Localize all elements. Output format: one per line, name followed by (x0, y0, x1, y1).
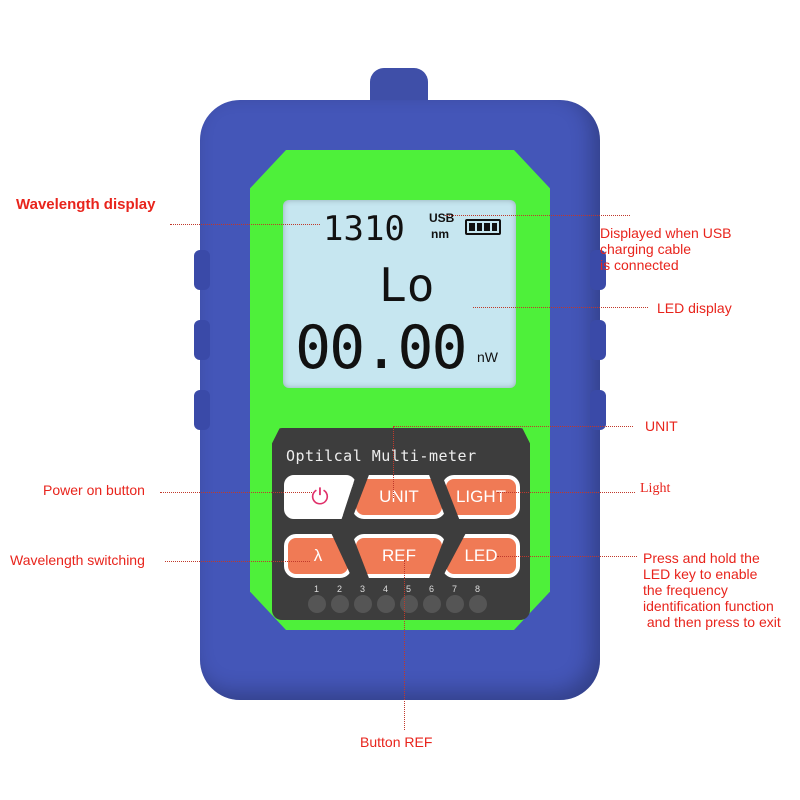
indicator-led (331, 595, 349, 613)
indicator-led (308, 595, 326, 613)
led-number: 8 (475, 584, 481, 594)
leader-line (393, 426, 633, 427)
label-wavelength-display: Wavelength display (16, 196, 156, 213)
leader-line (170, 224, 320, 225)
indicator-led (423, 595, 441, 613)
grip-bump (590, 250, 606, 290)
label-usb-3: is connected (600, 257, 679, 273)
led-number: 3 (360, 584, 366, 594)
grip-bump (590, 390, 606, 430)
unit-button[interactable]: UNIT (352, 475, 446, 519)
label-led-2: LED key to enable (643, 566, 758, 582)
led-number: 1 (314, 584, 320, 594)
power-readout: 00.00 (295, 313, 468, 383)
led-number: 4 (383, 584, 389, 594)
led-number: 6 (429, 584, 435, 594)
ref-button[interactable]: REF (352, 534, 446, 578)
label-unit: UNIT (645, 418, 678, 434)
label-led-display: LED display (657, 300, 732, 316)
wavelength-readout: 1310 (323, 209, 405, 249)
led-number: 5 (406, 584, 412, 594)
nm-unit: nm (431, 227, 449, 241)
label-led-3: the frequency (643, 582, 728, 598)
indicator-led (446, 595, 464, 613)
leader-line (393, 426, 394, 498)
grip-bump (590, 320, 606, 360)
panel-title: Optilcal Multi-meter (286, 447, 477, 465)
label-led-1: Press and hold the (643, 550, 760, 566)
led-number: 2 (337, 584, 343, 594)
label-power: Power on button (43, 482, 145, 498)
nw-unit: nW (477, 349, 498, 365)
label-wavelength-switching: Wavelength switching (10, 552, 145, 568)
lcd-display: 1310 USB nm Lo 00.00 nW (283, 200, 516, 388)
led-number: 7 (452, 584, 458, 594)
label-light: Light (640, 481, 671, 496)
indicator-led (400, 595, 418, 613)
label-usb-2: charging cable (600, 241, 692, 257)
power-button[interactable]: ⏻ (284, 475, 356, 519)
indicator-led (469, 595, 487, 613)
leader-line (445, 215, 630, 216)
label-led-4: identification function (643, 598, 774, 614)
grip-bump (194, 250, 210, 290)
label-ref: Button REF (360, 734, 433, 750)
led-button[interactable]: LED (442, 534, 520, 578)
grip-bump (194, 320, 210, 360)
leader-line (497, 492, 635, 493)
grip-bump (194, 390, 210, 430)
leader-line (473, 307, 648, 308)
indicator-led (354, 595, 372, 613)
battery-full-icon (465, 219, 501, 235)
mode-readout: Lo (379, 258, 435, 312)
label-usb-1: Displayed when USB (600, 225, 732, 241)
indicator-led (377, 595, 395, 613)
label-led-5: and then press to exit (643, 614, 781, 630)
usb-indicator: USB (429, 211, 455, 225)
leader-line (165, 561, 310, 562)
power-icon: ⏻ (311, 484, 329, 509)
leader-line (404, 560, 405, 730)
leader-line (160, 492, 312, 493)
leader-line (497, 556, 637, 557)
keypad (272, 428, 530, 620)
